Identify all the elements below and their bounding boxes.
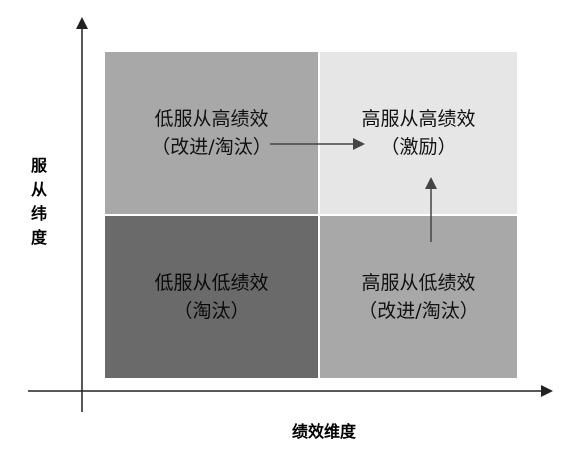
y-axis-label-char: 度 bbox=[30, 228, 47, 247]
quadrant-action: （激励） bbox=[380, 136, 457, 158]
quadrant-bottom-right-bg bbox=[320, 216, 517, 378]
quadrant-title: 低服从低绩效 bbox=[154, 272, 269, 294]
quadrant-bottom-left-bg bbox=[105, 216, 318, 378]
quadrant-top-left-bg bbox=[105, 52, 318, 214]
quadrant-action: （改进/淘汰） bbox=[358, 300, 479, 322]
quadrant-title: 高服从低绩效 bbox=[361, 272, 476, 294]
quadrant-action: （淘汰） bbox=[173, 300, 250, 322]
y-axis-label: 服 从 纬 度 bbox=[28, 154, 50, 250]
quadrant-title: 低服从高绩效 bbox=[154, 108, 269, 130]
quadrant-top-left: 低服从高绩效 （改进/淘汰） bbox=[105, 52, 318, 214]
quadrant-bottom-left: 低服从低绩效 （淘汰） bbox=[105, 216, 318, 378]
quadrant-title: 高服从高绩效 bbox=[361, 108, 476, 130]
quadrant-action: （改进/淘汰） bbox=[151, 136, 272, 158]
quadrant-top-right-bg bbox=[320, 52, 517, 214]
y-axis-label-char: 纬 bbox=[30, 204, 47, 223]
y-axis-label-char: 从 bbox=[30, 180, 47, 199]
y-axis-label-char: 服 bbox=[30, 156, 47, 175]
x-axis-label: 绩效维度 bbox=[292, 422, 357, 441]
quadrant-bottom-right: 高服从低绩效 （改进/淘汰） bbox=[320, 216, 517, 378]
quadrant-top-right: 高服从高绩效 （激励） bbox=[320, 52, 517, 214]
